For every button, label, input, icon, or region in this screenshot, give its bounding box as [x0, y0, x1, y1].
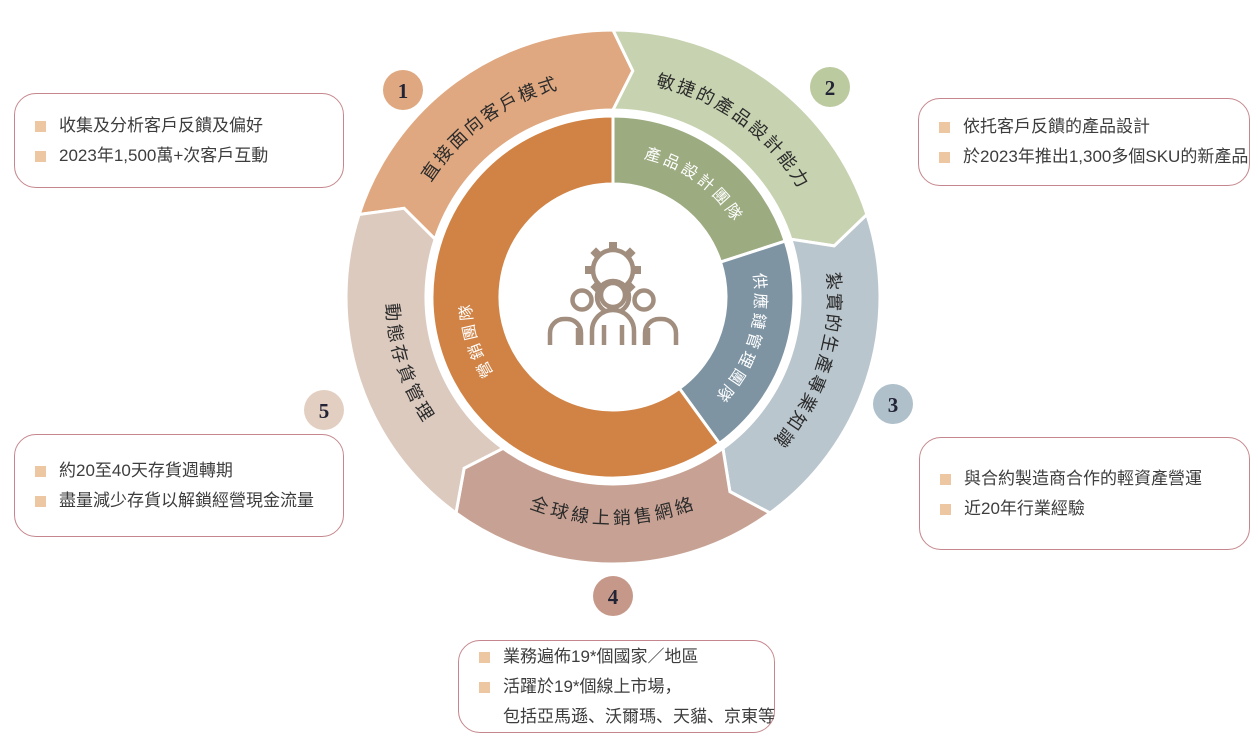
bullet-square-icon [35, 150, 46, 162]
badge-1: 1 [383, 70, 423, 110]
list-item: 收集及分析客戶反饋及偏好 [35, 111, 331, 141]
callout-line: 約20至40天存貨週轉期 [59, 460, 233, 480]
wheel-segment-5 [344, 206, 506, 516]
outer-ring [344, 28, 882, 566]
bullet-square-icon [35, 120, 46, 132]
list-item: 業務遍佈19*個國家／地區 [479, 642, 762, 672]
badge-2: 2 [810, 67, 850, 107]
callout-box-1: 收集及分析客戶反饋及偏好 2023年1,500萬+次客戶互動 [14, 93, 344, 188]
badge-4: 4 [593, 576, 633, 616]
inner-ring [430, 114, 796, 480]
badge-3-circle [873, 384, 913, 424]
callout-line: 盡量減少存貨以解鎖經營現金流量 [59, 490, 314, 510]
callout-box-3: 與合約製造商合作的輕資產營運 近20年行業經驗 [919, 437, 1250, 550]
badge-1-circle [383, 70, 423, 110]
badge-3-number: 3 [888, 393, 899, 417]
bullet-square-icon [939, 152, 950, 163]
badge-2-circle [810, 67, 850, 107]
badge-3: 3 [873, 384, 913, 424]
list-item: 約20至40天存貨週轉期 [35, 456, 331, 486]
list-item: 近20年行業經驗 [940, 494, 1237, 524]
callout-line: 2023年1,500萬+次客戶互動 [59, 145, 269, 165]
callout-box-4: 業務遍佈19*個國家／地區 活躍於19*個線上市場， 包括亞馬遜、沃爾瑪、天貓、… [458, 640, 775, 733]
list-item: 盡量減少存貨以解鎖經營現金流量 [35, 486, 331, 516]
callout-line: 活躍於19*個線上市場， [503, 676, 682, 696]
badge-5-circle [304, 390, 344, 430]
callout-line: 業務遍佈19*個國家／地區 [503, 646, 699, 666]
team-gear-icon [547, 242, 679, 345]
bullet-square-icon [479, 681, 490, 693]
list-item: 依托客戶反饋的產品設計 [939, 112, 1237, 142]
badge-4-number: 4 [608, 585, 619, 609]
callout-line: 包括亞馬遜、沃爾瑪、天貓、京東等 [503, 706, 775, 726]
bullet-square-icon [35, 465, 46, 477]
list-item: 2023年1,500萬+次客戶互動 [35, 141, 331, 171]
bullet-square-icon [940, 473, 951, 485]
callout-line: 收集及分析客戶反饋及偏好 [59, 115, 263, 135]
badge-5: 5 [304, 390, 344, 430]
bullet-square-icon [940, 503, 951, 515]
list-item: 與合約製造商合作的輕資產營運 [940, 464, 1237, 494]
badge-1-number: 1 [398, 79, 409, 103]
callout-box-2: 依托客戶反饋的產品設計 於2023年推出1,300多個SKU的新產品 [918, 98, 1250, 186]
callout-line: 依托客戶反饋的產品設計 [963, 117, 1150, 136]
list-item: 活躍於19*個線上市場， 包括亞馬遜、沃爾瑪、天貓、京東等 [479, 672, 775, 732]
callout-line: 於2023年推出1,300多個SKU的新產品 [963, 147, 1249, 166]
list-item: 於2023年推出1,300多個SKU的新產品 [939, 142, 1249, 172]
badge-4-circle [593, 576, 633, 616]
bullet-square-icon [479, 651, 490, 663]
callout-line: 近20年行業經驗 [964, 498, 1085, 518]
bullet-square-icon [939, 122, 950, 133]
callout-line: 與合約製造商合作的輕資產營運 [964, 468, 1202, 488]
badge-2-number: 2 [825, 76, 836, 100]
inner-segment-marketing-team [430, 114, 722, 480]
badge-5-number: 5 [319, 399, 330, 423]
callout-box-5: 約20至40天存貨週轉期 盡量減少存貨以解鎖經營現金流量 [14, 434, 344, 537]
bullet-square-icon [35, 495, 46, 507]
